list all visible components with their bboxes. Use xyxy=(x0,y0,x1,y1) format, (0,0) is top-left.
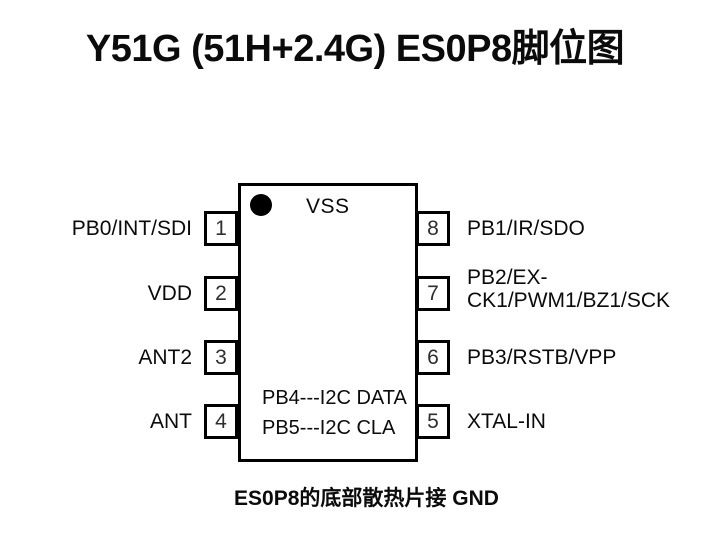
chip-inner-line-pb4: PB4---I2C DATA xyxy=(262,387,407,409)
chip-vss-label: VSS xyxy=(306,195,350,218)
pin-2-label: VDD xyxy=(147,282,192,305)
pin-2-number: 2 xyxy=(215,281,227,305)
pin-7-box: 7 xyxy=(416,276,450,311)
pin-6-label-line: PB3/RSTB/VPP xyxy=(467,346,617,369)
page-title: Y51G (51H+2.4G) ES0P8脚位图 xyxy=(85,28,625,70)
pin-1-number: 1 xyxy=(215,216,227,240)
pin-3-number: 3 xyxy=(215,345,227,369)
pin-8-number: 8 xyxy=(427,216,439,240)
pin-5-label: XTAL-IN xyxy=(467,404,546,439)
pin-4-label: ANT xyxy=(150,410,192,433)
pin-5-label-line: XTAL-IN xyxy=(467,410,546,433)
pin-6-box: 6 xyxy=(416,340,450,375)
pin-6-label: PB3/RSTB/VPP xyxy=(467,340,616,375)
pin-1-box: 1 xyxy=(204,211,238,246)
pin-8-box: 8 xyxy=(416,211,450,246)
pin-4-number: 4 xyxy=(215,409,227,433)
pin-7-label-line: CK1/PWM1/BZ1/SCK xyxy=(467,289,671,312)
pin-8-label-line: PB1/IR/SDO xyxy=(467,217,585,240)
pin-2-box: 2 xyxy=(204,276,238,311)
pin-7-label-line: PB2/EX- xyxy=(467,266,548,289)
bottom-caption: ES0P8的底部散热片接 GND xyxy=(234,487,499,510)
pin1-marker-dot xyxy=(250,194,272,216)
pin-6-number: 6 xyxy=(427,345,439,369)
pin-8-label: PB1/IR/SDO xyxy=(467,211,585,246)
pin-3-box: 3 xyxy=(204,340,238,375)
pin-7-label: PB2/EX- CK1/PWM1/BZ1/SCK xyxy=(467,266,670,312)
pin-5-number: 5 xyxy=(427,409,439,433)
pin-7-number: 7 xyxy=(427,281,439,305)
pin-1-label: PB0/INT/SDI xyxy=(71,217,192,240)
chip-inner-line-pb5: PB5---I2C CLA xyxy=(262,417,396,439)
chip-body xyxy=(238,183,418,462)
pin-5-box: 5 xyxy=(416,404,450,439)
pin-3-label: ANT2 xyxy=(138,346,192,369)
pin-4-box: 4 xyxy=(204,404,238,439)
